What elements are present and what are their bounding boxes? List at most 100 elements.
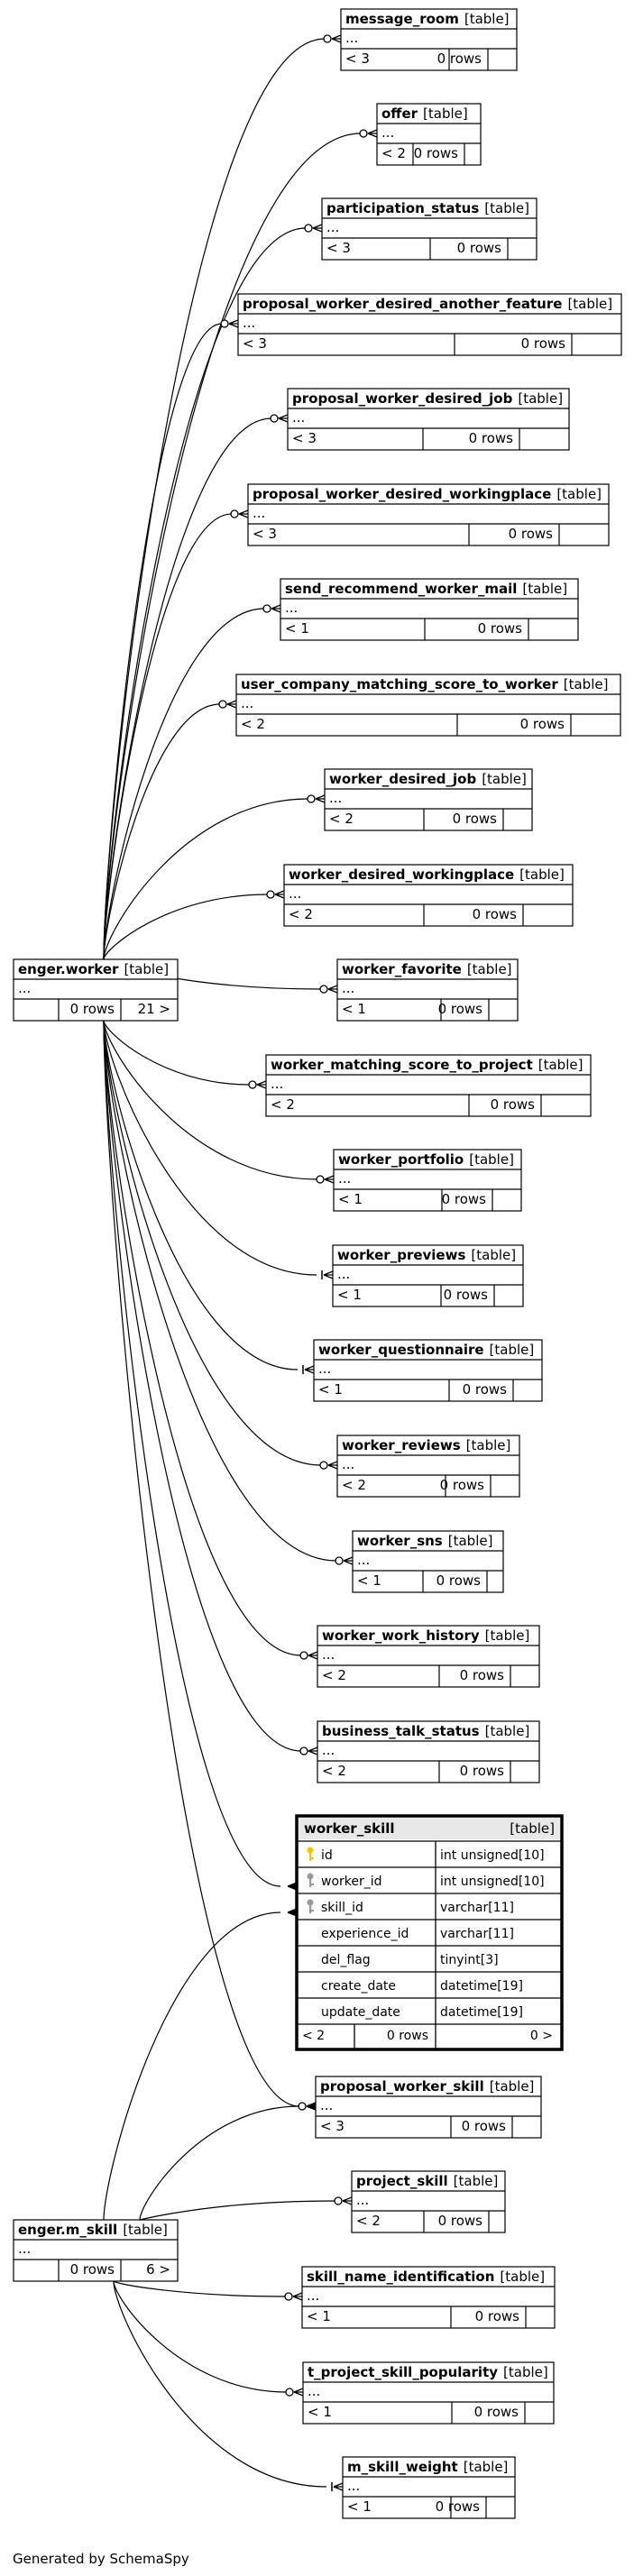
row-count: 0 rows: [70, 1001, 115, 1017]
column-type: varchar[11]: [440, 1927, 514, 1941]
columns-ellipsis: ...: [342, 980, 354, 996]
table-box: [376, 103, 482, 166]
row-count: 0 rows: [475, 2308, 520, 2324]
table-worker-matching-score-to-project[interactable]: worker_matching_score_to_project[table].…: [265, 1054, 592, 1117]
table-box: [336, 958, 519, 1022]
crowsfoot-marker: [299, 1746, 318, 1756]
table-name: business_talk_status[table]: [322, 1723, 529, 1739]
table-box: [317, 1625, 540, 1688]
table-name-text: enger.m_skill: [18, 2222, 117, 2238]
child-count[interactable]: 0 >: [530, 2029, 553, 2043]
column-name: worker_id: [321, 1875, 382, 1889]
parent-count: < 2: [271, 1096, 295, 1113]
relationship-edge: [103, 513, 233, 960]
column-type: int unsigned[10]: [440, 1875, 545, 1889]
table-worker-desired-workingplace[interactable]: worker_desired_workingplace[table]...< 2…: [283, 864, 574, 927]
table-user-company-matching-score-to-worker[interactable]: user_company_matching_score_to_worker[ta…: [235, 674, 621, 737]
table-box: [13, 958, 179, 1022]
relationship-edge: [103, 608, 265, 960]
table-type-tag: [table]: [423, 105, 468, 122]
table-type-tag: [table]: [464, 11, 510, 27]
crowsfoot-marker: [335, 1556, 354, 1565]
row-count: 0 rows: [453, 811, 498, 827]
table-type-tag: [table]: [564, 676, 609, 692]
table-name: worker_reviews[table]: [342, 1437, 510, 1453]
table-box: [351, 2170, 506, 2233]
table-box: [315, 2076, 542, 2139]
crowsfoot-marker: [299, 1651, 318, 1660]
crowsfoot-marker: [306, 2102, 317, 2111]
parent-count: < 2: [381, 145, 406, 161]
columns-ellipsis: ...: [308, 2383, 320, 2399]
crowsfoot-marker: [319, 985, 338, 994]
columns-ellipsis: ...: [329, 790, 342, 806]
table-box: [235, 674, 621, 737]
table-name-text: t_project_skill_popularity: [308, 2364, 498, 2380]
child-count[interactable]: 21 >: [138, 1001, 170, 1017]
table-box: [237, 293, 622, 356]
table-name: worker_questionnaire[table]: [318, 1342, 534, 1358]
crowsfoot-marker: [316, 1175, 335, 1184]
table-proposal-worker-desired-job[interactable]: proposal_worker_desired_job[table]...< 3…: [287, 388, 570, 451]
relationship-edge: [113, 2280, 288, 2393]
table-box: [247, 483, 610, 546]
table-name-text: worker_work_history: [322, 1627, 480, 1644]
row-count: 0 rows: [438, 2213, 483, 2229]
columns-ellipsis: ...: [289, 885, 301, 902]
table-type-tag: [table]: [500, 2269, 545, 2285]
table-name: project_skill[table]: [356, 2173, 498, 2189]
parent-count: < 1: [342, 1001, 366, 1017]
foreign-key-icon: [307, 1873, 314, 1887]
table-proposal-worker-desired-another-feature[interactable]: proposal_worker_desired_another_feature[…: [237, 293, 622, 356]
table-box: [302, 2361, 555, 2425]
table-type-tag: [table]: [567, 296, 612, 312]
crowsfoot-marker: [321, 1270, 334, 1279]
table-type-tag: [table]: [503, 2364, 548, 2380]
parent-count: < 3: [253, 526, 277, 542]
table-type-tag: [table]: [124, 961, 169, 977]
column-name: create_date: [321, 1979, 396, 1994]
footer-caption: Generated by SchemaSpy: [13, 2551, 189, 2567]
relationship-edge: [103, 227, 307, 960]
columns-ellipsis: ...: [322, 1646, 335, 1663]
table-name: proposal_worker_desired_another_feature[…: [243, 296, 612, 312]
table-box: [332, 1244, 524, 1307]
table-proposal-worker-desired-workingplace[interactable]: proposal_worker_desired_workingplace[tab…: [247, 483, 610, 546]
column-type: datetime[19]: [440, 1979, 523, 1994]
row-count: 0 rows: [469, 430, 514, 446]
columns-ellipsis: ...: [357, 1552, 370, 1568]
row-count: 0 rows: [444, 1287, 489, 1303]
table-name-text: offer: [381, 105, 418, 122]
table-type-tag: [table]: [518, 390, 563, 407]
columns-ellipsis: ...: [285, 600, 298, 616]
relationship-edge: [103, 1020, 300, 2107]
parent-count: < 3: [243, 335, 267, 352]
table-type-tag: [table]: [556, 486, 602, 502]
column-type: int unsigned[10]: [440, 1848, 545, 1863]
child-count[interactable]: 6 >: [146, 2261, 170, 2278]
table-box: [321, 197, 538, 261]
table-name-text: worker_previews: [337, 1247, 465, 1263]
